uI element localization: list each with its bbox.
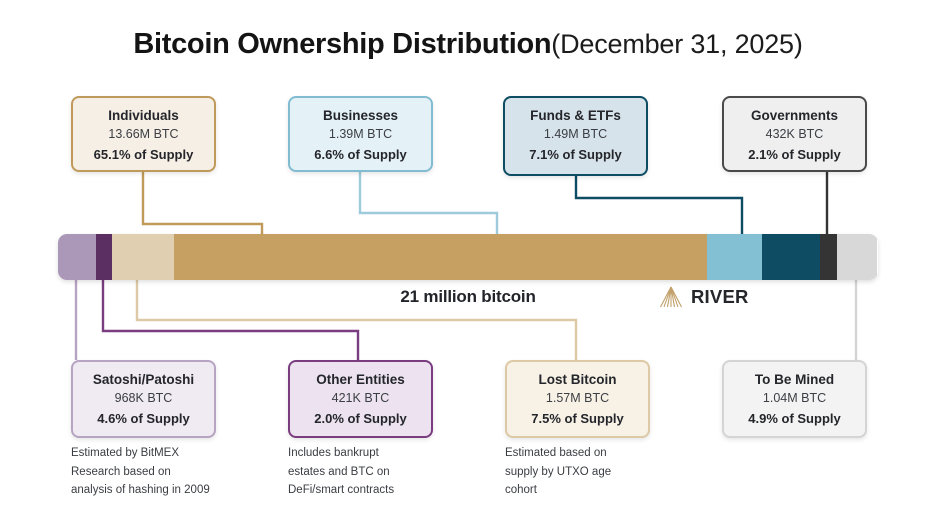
- bar-total-caption: 21 million bitcoin: [400, 287, 536, 306]
- bar-segment-satoshi[interactable]: [58, 234, 96, 280]
- river-wordmark: RIVER: [691, 286, 749, 307]
- card-title: Individuals: [108, 108, 179, 123]
- card-title: Satoshi/Patoshi: [92, 372, 195, 387]
- card-percent: 2.1% of Supply: [748, 147, 841, 162]
- bar-segment-mined[interactable]: [836, 234, 878, 280]
- card-percent: 2.0% of Supply: [314, 411, 407, 426]
- card-percent: 4.9% of Supply: [748, 411, 841, 426]
- card-lost-bitcoin[interactable]: Lost Bitcoin 1.57M BTC 7.5% of Supply: [505, 360, 650, 438]
- card-title: Lost Bitcoin: [538, 372, 617, 387]
- card-percent: 4.6% of Supply: [97, 411, 190, 426]
- card-title: Funds & ETFs: [530, 108, 621, 123]
- bar-segment-funds[interactable]: [761, 234, 820, 280]
- card-funds-etfs[interactable]: Funds & ETFs 1.49M BTC 7.1% of Supply: [503, 96, 648, 176]
- card-individuals[interactable]: Individuals 13.66M BTC 65.1% of Supply: [71, 96, 216, 172]
- card-amount: 13.66M BTC: [108, 127, 179, 141]
- card-amount: 1.39M BTC: [328, 127, 393, 141]
- card-amount: 1.57M BTC: [545, 391, 610, 405]
- card-title: To Be Mined: [754, 372, 835, 387]
- title-main: Bitcoin Ownership Distribution: [133, 28, 552, 60]
- card-amount: 968K BTC: [114, 391, 173, 405]
- supply-distribution-bar: [58, 234, 878, 280]
- card-governments[interactable]: Governments 432K BTC 2.1% of Supply: [722, 96, 867, 172]
- card-other-entities[interactable]: Other Entities 421K BTC 2.0% of Supply: [288, 360, 433, 438]
- bar-segment-governments[interactable]: [819, 234, 837, 280]
- card-percent: 7.1% of Supply: [529, 147, 622, 162]
- card-percent: 6.6% of Supply: [314, 147, 407, 162]
- river-logo: RIVER: [658, 286, 749, 308]
- card-amount: 1.49M BTC: [543, 127, 608, 141]
- river-rays-icon: [660, 286, 682, 308]
- title-subtitle: (December 31, 2025): [551, 29, 803, 59]
- bar-segment-businesses[interactable]: [707, 234, 762, 280]
- card-businesses[interactable]: Businesses 1.39M BTC 6.6% of Supply: [288, 96, 433, 172]
- page-title: Bitcoin Ownership Distribution(December …: [0, 28, 936, 61]
- card-percent: 65.1% of Supply: [93, 147, 194, 162]
- card-percent: 7.5% of Supply: [531, 411, 624, 426]
- bar-segment-other[interactable]: [95, 234, 113, 280]
- bar-segment-individuals[interactable]: [173, 234, 708, 280]
- card-title: Businesses: [322, 108, 399, 123]
- footnote-satoshi: Estimated by BitMEX Research based on an…: [71, 447, 210, 496]
- card-amount: 421K BTC: [331, 391, 390, 405]
- card-to-be-mined[interactable]: To Be Mined 1.04M BTC 4.9% of Supply: [722, 360, 867, 438]
- card-amount: 1.04M BTC: [762, 391, 827, 405]
- card-title: Other Entities: [316, 372, 405, 387]
- card-title: Governments: [750, 108, 839, 123]
- footnote-other-entities: Includes bankrupt estates and BTC on DeF…: [288, 447, 395, 496]
- bar-segment-lost[interactable]: [112, 234, 174, 280]
- footnote-lost-bitcoin: Estimated based on supply by UTXO age co…: [505, 447, 612, 496]
- card-satoshi-patoshi[interactable]: Satoshi/Patoshi 968K BTC 4.6% of Supply: [71, 360, 216, 438]
- card-amount: 432K BTC: [765, 127, 824, 141]
